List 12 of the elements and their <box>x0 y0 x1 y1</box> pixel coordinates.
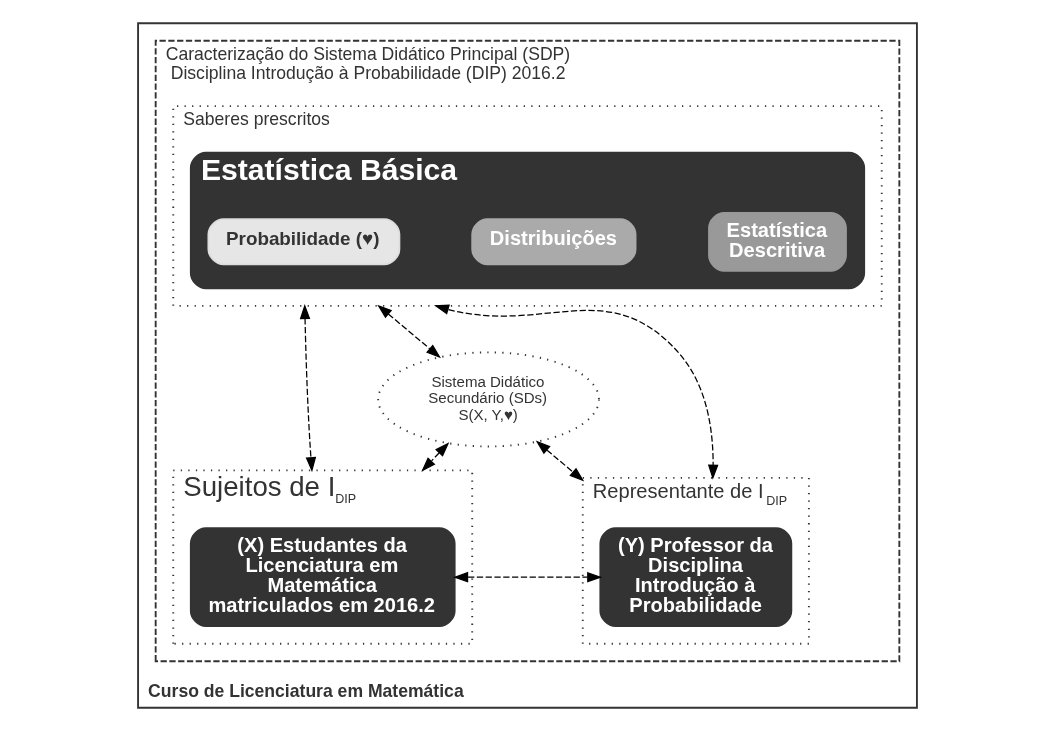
arrow <box>421 442 450 472</box>
node-box: Distribuições <box>471 218 637 266</box>
arrow <box>535 440 585 482</box>
arrow <box>299 303 317 473</box>
node-box: Estatística Descritiva <box>708 211 847 272</box>
node-ellipse: Sistema Didático Secundário (SDs) S(X, Y,♥) <box>377 351 600 448</box>
node-box: (Y) Professor da Disciplina Introdução à Probabilidade <box>599 527 793 628</box>
node-box: Probabilidade (♥) <box>207 218 401 266</box>
arrow <box>433 304 719 480</box>
node-box: (X) Estudantes da Licenciatura em Matemática matriculados em 2016.2 <box>189 527 456 628</box>
arrow <box>377 304 441 359</box>
arrow <box>453 571 603 583</box>
